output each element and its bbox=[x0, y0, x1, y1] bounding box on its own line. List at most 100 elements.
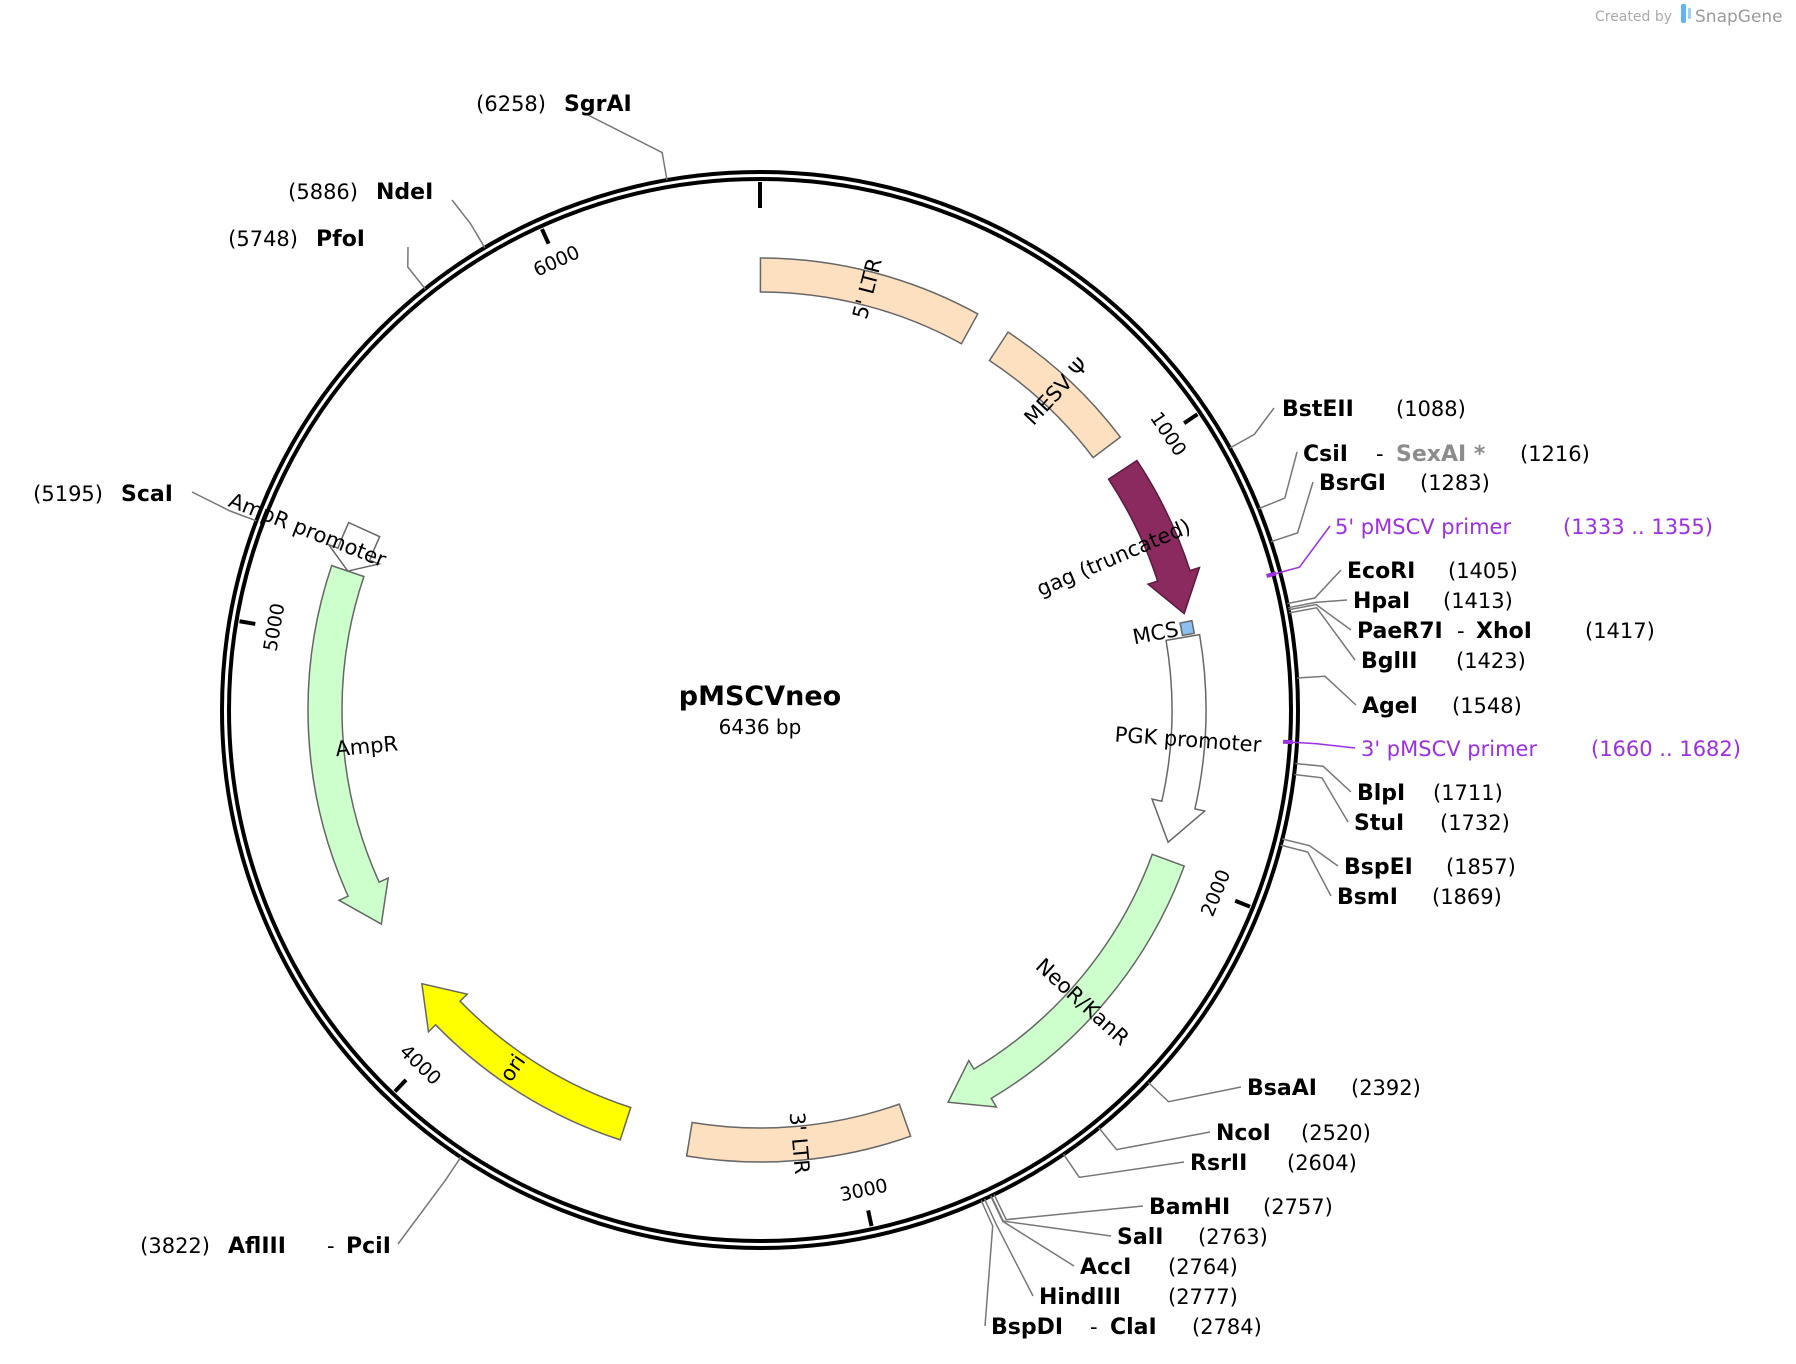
svg-text:SexAI *: SexAI * bbox=[1396, 442, 1486, 467]
svg-text:-: - bbox=[1376, 442, 1384, 466]
site-csii-sexai: CsiI - SexAI * (1216) bbox=[1303, 442, 1590, 467]
snapgene-logo-icon-bar bbox=[1688, 8, 1691, 19]
feature-ori bbox=[420, 982, 632, 1141]
leader-bspdi bbox=[980, 1200, 994, 1327]
svg-text:(1333 .. 1355): (1333 .. 1355) bbox=[1563, 515, 1713, 539]
feature-label-3-ltr: 3' LTR bbox=[785, 1111, 814, 1175]
site-bsteii: BstEII (1088) bbox=[1282, 397, 1466, 422]
leader-ndei bbox=[451, 199, 486, 249]
site-ndei: (5886) NdeI bbox=[288, 180, 433, 205]
svg-text:(2520): (2520) bbox=[1301, 1121, 1371, 1145]
svg-text:BsrGI: BsrGI bbox=[1319, 471, 1386, 496]
primer-5-pmscv: 5' pMSCV primer (1333 .. 1355) bbox=[1335, 515, 1713, 539]
leader-hindiii bbox=[983, 1198, 1034, 1297]
leader-pfoi bbox=[407, 246, 426, 290]
feature-3-ltr bbox=[685, 1103, 912, 1163]
feature-ampr-promoter bbox=[326, 521, 382, 572]
svg-text:(2763): (2763) bbox=[1198, 1225, 1268, 1249]
site-blpi: BlpI (1711) bbox=[1357, 781, 1503, 806]
tick-label-6000: 6000 bbox=[530, 241, 583, 281]
svg-text:HindIII: HindIII bbox=[1039, 1285, 1121, 1310]
leader-aflIII bbox=[397, 1156, 462, 1245]
svg-text:PaeR7I: PaeR7I bbox=[1357, 619, 1443, 644]
svg-text:(5886): (5886) bbox=[288, 180, 358, 204]
site-scai: (5195) ScaI bbox=[33, 482, 173, 507]
svg-text:(1732): (1732) bbox=[1440, 811, 1510, 835]
svg-text:(1088): (1088) bbox=[1396, 397, 1466, 421]
feature-gag-truncated bbox=[1107, 459, 1201, 615]
primer-5-mark bbox=[1266, 571, 1277, 578]
primer-3-leader bbox=[1292, 741, 1356, 749]
svg-text:BspEI: BspEI bbox=[1344, 855, 1413, 880]
plasmid-name: pMSCVneo bbox=[679, 681, 841, 712]
site-hpai: HpaI (1413) bbox=[1353, 589, 1513, 614]
feature-mesv bbox=[988, 331, 1122, 459]
svg-text:(1417): (1417) bbox=[1585, 619, 1655, 643]
site-hindiii: HindIII (2777) bbox=[1039, 1285, 1238, 1310]
leader-sgrai bbox=[581, 111, 668, 181]
site-bspdi-clai: BspDI - ClaI (2784) bbox=[991, 1315, 1262, 1340]
snapgene-logo-icon bbox=[1681, 4, 1686, 23]
leader-acci bbox=[990, 1195, 1075, 1267]
leader-bspei bbox=[1282, 838, 1339, 867]
tick-mark-2000 bbox=[1234, 898, 1251, 909]
site-ncoi: NcoI (2520) bbox=[1216, 1121, 1371, 1146]
leader-bsaai bbox=[1147, 1081, 1242, 1103]
svg-text:AccI: AccI bbox=[1080, 1255, 1131, 1280]
svg-text:BsmI: BsmI bbox=[1337, 885, 1398, 910]
tick-label-1000: 1000 bbox=[1145, 408, 1190, 460]
svg-text:(5195): (5195) bbox=[33, 482, 103, 506]
leader-agei bbox=[1297, 675, 1357, 706]
tick-mark-6000 bbox=[540, 228, 551, 245]
leader-hpai bbox=[1288, 599, 1348, 609]
site-bglii: BglII (1423) bbox=[1361, 649, 1526, 674]
svg-text:ScaI: ScaI bbox=[121, 482, 173, 507]
site-acci: AccI (2764) bbox=[1080, 1255, 1238, 1280]
leader-ecori bbox=[1287, 569, 1342, 605]
site-bsmi: BsmI (1869) bbox=[1337, 885, 1502, 910]
svg-text:BamHI: BamHI bbox=[1149, 1195, 1230, 1220]
svg-text:BspDI: BspDI bbox=[991, 1315, 1063, 1340]
leader-rsrii bbox=[1062, 1153, 1185, 1179]
svg-text:StuI: StuI bbox=[1354, 811, 1404, 836]
svg-text:3' pMSCV primer: 3' pMSCV primer bbox=[1361, 737, 1537, 761]
tick-mark-3000 bbox=[866, 1210, 874, 1227]
svg-text:EcoRI: EcoRI bbox=[1347, 559, 1415, 584]
feature-pgk-promoter bbox=[1150, 633, 1207, 844]
svg-text:(1423): (1423) bbox=[1456, 649, 1526, 673]
svg-text:(2757): (2757) bbox=[1263, 1195, 1333, 1219]
site-bsaai: BsaAI (2392) bbox=[1247, 1076, 1421, 1101]
site-sgrai: (6258) SgrAI bbox=[476, 92, 632, 117]
svg-text:(1711): (1711) bbox=[1433, 781, 1503, 805]
svg-text:XhoI: XhoI bbox=[1476, 619, 1532, 644]
svg-text:(1869): (1869) bbox=[1432, 885, 1502, 909]
primer-3-mark bbox=[1282, 739, 1294, 745]
svg-text:-: - bbox=[327, 1234, 335, 1258]
backbone-outer bbox=[220, 170, 1300, 1250]
site-bsrgi: BsrGI (1283) bbox=[1319, 471, 1490, 496]
site-ecori: EcoRI (1405) bbox=[1347, 559, 1518, 584]
feature-label-ampr: AmpR bbox=[334, 731, 399, 761]
leader-bsmi bbox=[1280, 844, 1332, 897]
svg-text:BlpI: BlpI bbox=[1357, 781, 1405, 806]
svg-text:AflIII: AflIII bbox=[228, 1234, 286, 1259]
credit-prefix: Created by bbox=[1595, 9, 1672, 25]
feature-ampr bbox=[307, 564, 390, 926]
feature-mcs bbox=[1179, 619, 1196, 637]
feature-neor-kanr bbox=[946, 853, 1186, 1108]
svg-text:BstEII: BstEII bbox=[1282, 397, 1354, 422]
leader-stui bbox=[1294, 773, 1349, 823]
tick-mark-5000 bbox=[239, 619, 256, 626]
site-pfoi: (5748) PfoI bbox=[228, 227, 365, 252]
tick-mark-4000 bbox=[393, 1078, 408, 1093]
svg-text:(1660 .. 1682): (1660 .. 1682) bbox=[1591, 737, 1741, 761]
primer-5-leader bbox=[1276, 525, 1331, 575]
svg-text:SgrAI: SgrAI bbox=[564, 92, 632, 117]
svg-text:RsrII: RsrII bbox=[1190, 1151, 1247, 1176]
svg-text:(6258): (6258) bbox=[476, 92, 546, 116]
svg-text:(2764): (2764) bbox=[1168, 1255, 1238, 1279]
svg-text:(1283): (1283) bbox=[1420, 471, 1490, 495]
site-agei: AgeI (1548) bbox=[1362, 694, 1522, 719]
backbone-inner bbox=[227, 177, 1293, 1243]
